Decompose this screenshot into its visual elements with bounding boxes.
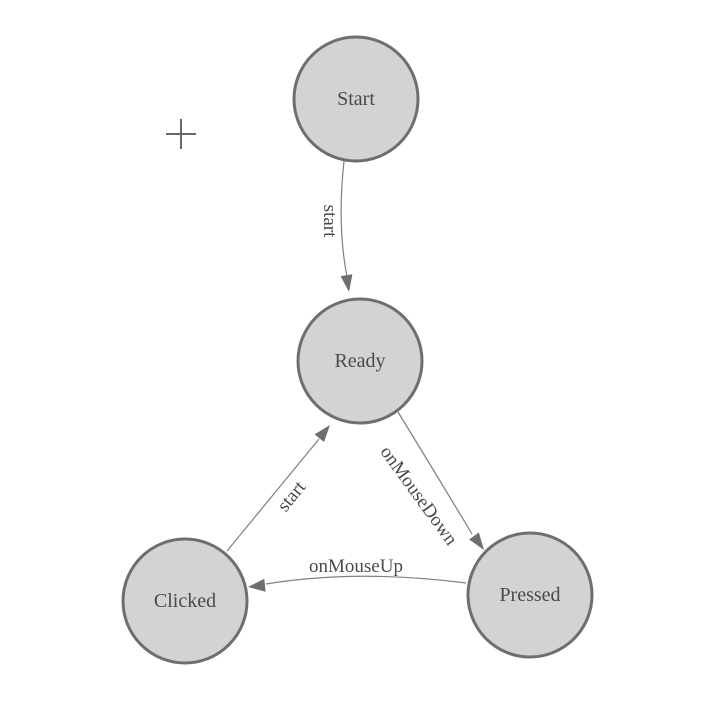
node-pressed-label: Pressed xyxy=(499,584,560,606)
edge-clicked-ready-path[interactable] xyxy=(226,438,320,552)
edge-label-start-ready: start xyxy=(319,205,340,238)
edge-pressed-clicked-path[interactable] xyxy=(265,575,467,585)
node-clicked-circle[interactable] xyxy=(121,537,249,665)
edge-clicked-ready[interactable]: start xyxy=(226,425,330,552)
arrowhead-ready-pressed xyxy=(469,532,484,550)
arrowhead-clicked-ready xyxy=(314,425,330,442)
node-clicked[interactable]: Clicked xyxy=(121,537,249,665)
arrowhead-start-ready xyxy=(340,274,353,292)
edge-label-clicked-ready: start xyxy=(273,477,310,516)
node-pressed-circle[interactable] xyxy=(466,531,594,659)
edge-pressed-clicked[interactable]: onMouseUp xyxy=(248,556,467,592)
crosshair-marker xyxy=(166,119,196,149)
edge-ready-pressed[interactable]: onMouseDown xyxy=(376,411,484,550)
node-start[interactable]: Start xyxy=(292,35,420,163)
node-start-label: Start xyxy=(337,88,375,110)
node-ready-circle[interactable] xyxy=(296,297,424,425)
node-pressed[interactable]: Pressed xyxy=(466,531,594,659)
edge-start-ready-path[interactable] xyxy=(340,160,348,278)
edge-ready-pressed-path[interactable] xyxy=(397,411,473,535)
node-clicked-label: Clicked xyxy=(154,590,216,612)
edge-start-ready[interactable]: start xyxy=(319,160,353,292)
node-start-circle[interactable] xyxy=(292,35,420,163)
node-ready-label: Ready xyxy=(334,350,385,372)
arrowhead-pressed-clicked xyxy=(248,578,266,592)
edge-label-pressed-clicked: onMouseUp xyxy=(309,556,403,577)
node-ready[interactable]: Ready xyxy=(296,297,424,425)
